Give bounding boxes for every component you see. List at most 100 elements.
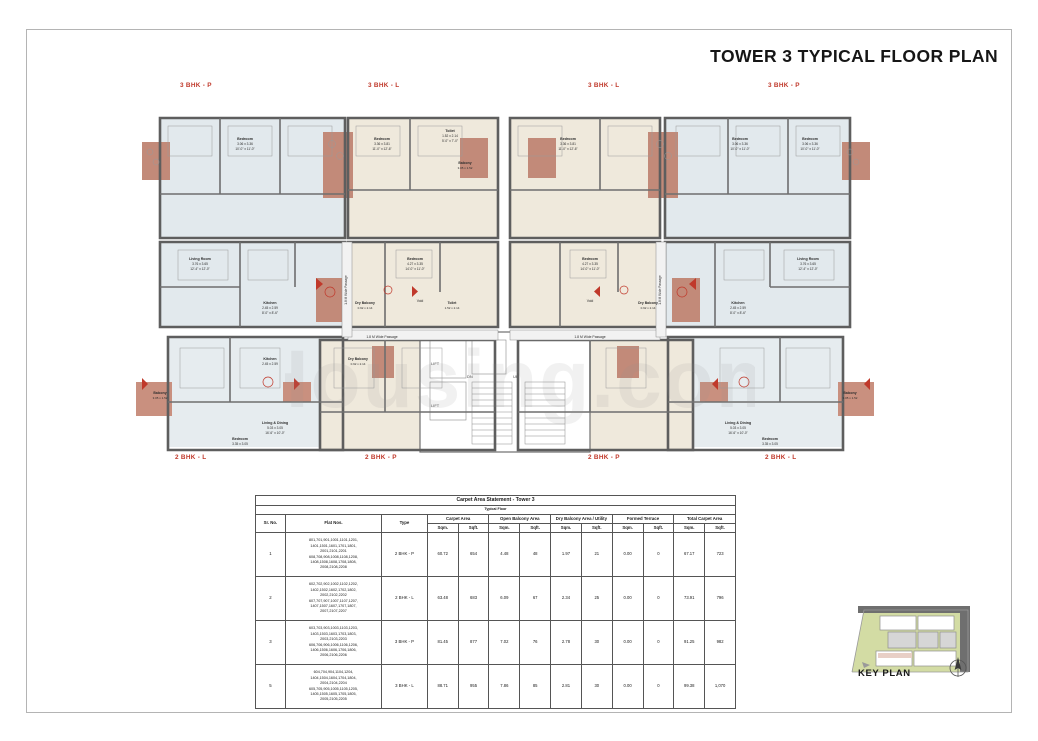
floor-plan-svg: UP DN LIFT LIFT <box>136 116 874 453</box>
svg-text:12'-4" x 12'-0": 12'-4" x 12'-0" <box>798 267 818 271</box>
unit-tag-top-4: 3 BHK - P <box>768 82 800 89</box>
cell-flats: 604,704,904,1104,1204, 1404,1504,1604,17… <box>284 664 383 710</box>
svg-text:Bedroom: Bedroom <box>407 257 423 261</box>
cell-drybal-sqm: 2.81 <box>550 664 582 710</box>
cell-drybal-sqm: 1.97 <box>550 532 582 578</box>
page-title: TOWER 3 TYPICAL FLOOR PLAN <box>710 46 998 66</box>
unit-header: Sqft. <box>704 522 736 534</box>
cell-flats: 602,702,902,1002,1102,1202, 1402,1502,16… <box>284 576 383 622</box>
svg-text:3.36 x 3.81: 3.36 x 3.81 <box>560 142 576 146</box>
cell-carpet-sqft: 683 <box>457 576 490 622</box>
table-row: 3 603,703,903,1003,1103,1203, 1403,1503,… <box>255 620 736 666</box>
cell-type: 3 BHK - L <box>381 664 428 710</box>
cell-sr: 5 <box>255 664 286 710</box>
svg-text:Living & Dining: Living & Dining <box>262 421 288 425</box>
cell-drybal-sqft: 21 <box>580 532 613 578</box>
svg-text:Void: Void <box>587 299 594 303</box>
cell-drybal-sqft: 30 <box>580 664 613 710</box>
unit-tag-top-1: 3 BHK - P <box>180 82 212 89</box>
unit-header: Sqm. <box>488 522 521 534</box>
svg-text:2.45 x 2.59: 2.45 x 2.59 <box>730 306 746 310</box>
fixtures <box>146 125 860 389</box>
unit-header: Sqft. <box>580 522 613 534</box>
table-subtitle-row: Typical Floor <box>255 505 736 515</box>
cell-total-sqft: 1,070 <box>704 664 736 710</box>
unit-header: Sqft. <box>457 522 490 534</box>
svg-text:3.76 x 3.65: 3.76 x 3.65 <box>800 262 816 266</box>
cell-terrace-sqft: 0 <box>642 664 675 710</box>
cell-type: 2 BHK - P <box>381 532 428 578</box>
unit-tag-top-2: 3 BHK - L <box>368 82 400 89</box>
cell-type: 3 BHK - P <box>381 620 428 666</box>
svg-text:Bedroom: Bedroom <box>237 137 253 141</box>
cell-drybal-sqft: 25 <box>580 576 613 622</box>
table-title-row: Carpet Area Statement - Tower 3 <box>255 494 736 507</box>
cell-carpet-sqm: 81.45 <box>426 620 459 666</box>
central-core: UP DN LIFT LIFT <box>419 331 591 453</box>
key-plan-svg <box>851 606 970 677</box>
svg-text:14'-0" x 11'-0": 14'-0" x 11'-0" <box>405 267 424 271</box>
svg-text:Dry Balcony: Dry Balcony <box>355 301 375 305</box>
unit-tag-bottom-1: 2 BHK - L <box>175 454 207 461</box>
svg-text:5.03 x 3.05: 5.03 x 3.05 <box>730 426 746 430</box>
balcony-blocks <box>136 132 874 416</box>
carpet-area-table: Carpet Area Statement - Tower 3 Typical … <box>255 494 736 710</box>
key-plan-road-top <box>858 606 970 613</box>
col-sr-no: Sr. No. <box>255 513 286 534</box>
cell-carpet-sqm: 63.48 <box>426 576 459 622</box>
unit-header: Sqm. <box>673 522 706 534</box>
svg-text:Balcony: Balcony <box>153 391 166 395</box>
svg-text:4.27 x 3.35: 4.27 x 3.35 <box>407 262 423 266</box>
unit-header: Sqft. <box>642 522 675 534</box>
svg-text:3.35 x 3.05: 3.35 x 3.05 <box>232 442 248 446</box>
unit-tag-bottom-2: 2 BHK - P <box>365 454 397 461</box>
col-open-balcony: Open Balcony Area <box>488 513 552 524</box>
cell-terrace-sqft: 0 <box>642 576 675 622</box>
col-formed-terrace: Formed Terrace <box>611 513 675 524</box>
cell-terrace-sqm: 0.00 <box>611 664 644 710</box>
cell-total-sqm: 67.17 <box>673 532 706 578</box>
svg-text:3.05 x 1.52: 3.05 x 1.52 <box>843 396 858 400</box>
cell-openbal-sqft: 76 <box>519 620 552 666</box>
col-flat-nos: Flat Nos. <box>284 513 383 534</box>
cell-openbal-sqft: 85 <box>519 664 552 710</box>
svg-text:Living Room: Living Room <box>797 257 819 261</box>
svg-text:LIFT: LIFT <box>431 403 440 408</box>
svg-text:3.36 x 3.81: 3.36 x 3.81 <box>374 142 390 146</box>
svg-text:5'-0" x 7'-0": 5'-0" x 7'-0" <box>442 139 458 143</box>
svg-text:Toilet: Toilet <box>448 301 458 305</box>
passages <box>341 241 667 341</box>
svg-text:Bedroom: Bedroom <box>732 137 748 141</box>
svg-text:3.05 x 1.52: 3.05 x 1.52 <box>153 396 168 400</box>
cell-total-sqm: 99.38 <box>673 664 706 710</box>
table-subtitle: Typical Floor <box>255 505 736 515</box>
cell-carpet-sqft: 654 <box>457 532 490 578</box>
left-wing-fills <box>160 118 345 447</box>
floor-plan-drawing: UP DN LIFT LIFT <box>120 82 890 482</box>
svg-text:Balcony: Balcony <box>458 161 471 165</box>
table-row: 1 801,701,901,1001,1101,1201, 1401,1501,… <box>255 532 736 578</box>
cell-sr: 3 <box>255 620 286 666</box>
cell-sr: 2 <box>255 576 286 622</box>
col-carpet-area: Carpet Area <box>426 513 490 524</box>
passage-label-vertical-right: 1.8 M Wide Passage <box>658 275 662 305</box>
table-row: 5 604,704,904,1104,1204, 1404,1504,1604,… <box>255 664 736 710</box>
col-type: Type <box>381 513 428 534</box>
cell-drybal-sqm: 2.78 <box>550 620 582 666</box>
col-dry-balcony: Dry Balcony Area / Utility <box>550 513 613 524</box>
svg-text:LIFT: LIFT <box>431 361 440 366</box>
cell-type: 2 BHK - L <box>381 576 428 622</box>
svg-text:0.92 x 2.14: 0.92 x 2.14 <box>641 306 656 310</box>
north-arrow-icon <box>949 657 967 677</box>
passage-label-left: 1.8 M Wide Passage <box>366 335 397 339</box>
cell-carpet-sqft: 955 <box>457 664 490 710</box>
table-body: 1 801,701,901,1001,1101,1201, 1401,1501,… <box>255 532 736 710</box>
unit-header: Sqm. <box>611 522 644 534</box>
svg-text:Living Room: Living Room <box>189 257 211 261</box>
key-plan-road-right <box>960 606 970 672</box>
cell-drybal-sqft: 30 <box>580 620 613 666</box>
cell-openbal-sqm: 6.09 <box>488 576 521 622</box>
unit-header: Sqft. <box>519 522 552 534</box>
cell-flats: 801,701,901,1001,1101,1201, 1401,1501,16… <box>284 532 383 578</box>
